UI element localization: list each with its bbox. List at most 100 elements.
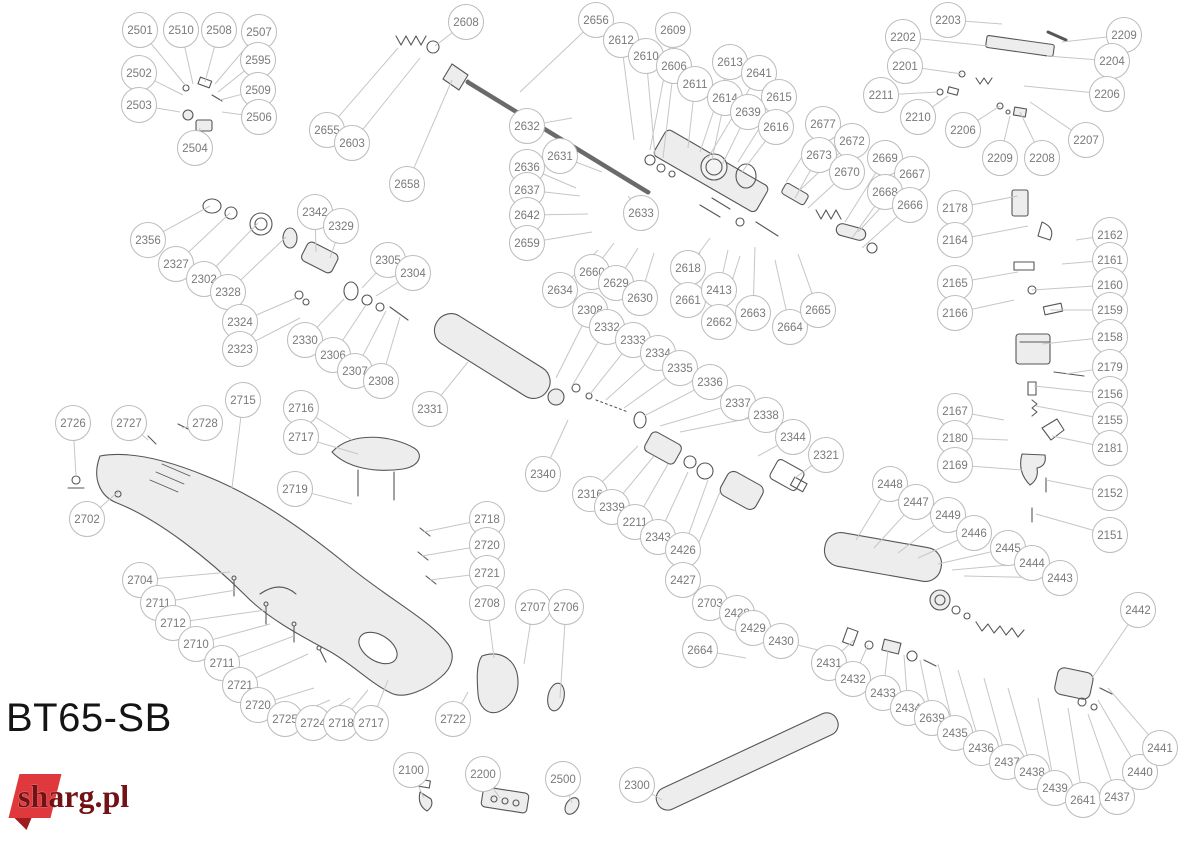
- leader-line: [971, 299, 1015, 310]
- part-number: 2721: [227, 680, 253, 692]
- leader-line: [622, 57, 635, 141]
- part-balloon-2611: [677, 66, 713, 102]
- part-number: 2710: [183, 639, 209, 651]
- part-balloon-2639: [730, 94, 766, 130]
- leader-line: [141, 434, 149, 441]
- part-balloon-2209: [982, 140, 1018, 176]
- leader-line: [722, 249, 729, 274]
- leader-line: [317, 441, 359, 455]
- part-number: 2343: [645, 532, 671, 544]
- part-number: 2658: [394, 179, 420, 191]
- leader-line: [919, 659, 929, 701]
- part-number: 2442: [1125, 605, 1151, 617]
- part-number: 2448: [877, 479, 903, 491]
- leader-line: [977, 105, 1001, 121]
- part-balloon-2100: [393, 752, 429, 788]
- leader-line: [687, 101, 694, 149]
- part-number: 2444: [1019, 558, 1045, 570]
- leader-line: [972, 438, 1009, 441]
- part-balloon-2503: [121, 87, 157, 123]
- part-number: 2637: [514, 185, 540, 197]
- leader-line: [568, 795, 573, 804]
- part-number: 2100: [398, 765, 424, 777]
- leader-line: [212, 623, 271, 640]
- leader-line: [488, 620, 495, 659]
- leader-line: [859, 644, 869, 664]
- part-number: 2703: [697, 598, 723, 610]
- leader-line: [1046, 55, 1095, 61]
- leader-line: [643, 389, 695, 417]
- leader-line: [342, 304, 367, 341]
- part-number: 2438: [1019, 767, 1045, 779]
- part-balloon-2169: [937, 447, 973, 483]
- part-number: 2330: [292, 335, 318, 347]
- part-balloon-2510: [163, 12, 199, 48]
- part-number: 2508: [206, 25, 232, 37]
- leader-line: [204, 46, 215, 83]
- part-number: 2716: [288, 403, 314, 415]
- part-number: 2413: [706, 285, 732, 297]
- leader-line: [688, 479, 709, 534]
- part-number: 2660: [579, 267, 605, 279]
- part-number: 2307: [342, 366, 368, 378]
- leader-line: [184, 46, 194, 85]
- leader-line: [362, 310, 387, 356]
- leader-line: [937, 551, 992, 565]
- part-number: 2338: [753, 410, 779, 422]
- part-number: 2336: [697, 377, 723, 389]
- part-balloon-2340: [525, 456, 561, 492]
- leader-line: [190, 609, 267, 622]
- leader-line: [1075, 237, 1093, 241]
- part-balloon-2500: [545, 761, 581, 797]
- part-number: 2335: [667, 363, 693, 375]
- part-number: 2337: [725, 398, 751, 410]
- leader-line: [917, 539, 959, 559]
- part-number: 2331: [417, 404, 443, 416]
- leader-line: [983, 677, 1003, 746]
- part-number: 2207: [1073, 135, 1099, 147]
- leader-line: [659, 407, 722, 427]
- leader-line: [884, 649, 889, 676]
- part-number: 2630: [627, 293, 653, 305]
- leader-line: [1065, 369, 1093, 375]
- leader-line: [757, 444, 778, 457]
- leader-line: [544, 191, 581, 197]
- part-number: 2181: [1097, 443, 1123, 455]
- leader-line: [221, 111, 242, 116]
- part-number: 2209: [1111, 30, 1137, 42]
- leader-line: [219, 93, 242, 101]
- leader-line: [154, 80, 184, 96]
- leader-line: [1061, 260, 1093, 265]
- part-balloon-2210: [900, 99, 936, 135]
- leader-line: [240, 236, 287, 281]
- leader-line: [163, 205, 211, 233]
- leader-line: [1107, 687, 1149, 736]
- part-number: 2204: [1099, 56, 1125, 68]
- part-balloon-2603: [334, 125, 370, 161]
- part-balloon-2670: [829, 154, 865, 190]
- part-balloon-2164: [937, 222, 973, 258]
- part-number: 2344: [780, 432, 806, 444]
- part-balloon-2506: [241, 99, 277, 135]
- part-number: 2323: [227, 344, 253, 356]
- part-number: 2328: [215, 287, 241, 299]
- part-balloon-2440: [1122, 754, 1158, 790]
- leader-line: [255, 297, 297, 316]
- part-number: 2339: [599, 502, 625, 514]
- leader-line: [965, 20, 1003, 25]
- leader-line: [1097, 699, 1132, 758]
- leader-line: [542, 173, 577, 189]
- leader-line: [1033, 385, 1093, 393]
- part-balloon-2331: [412, 391, 448, 427]
- leader-line: [972, 195, 1019, 206]
- leader-line: [932, 95, 949, 108]
- part-number: 2434: [895, 703, 921, 715]
- leader-line: [73, 440, 77, 477]
- part-number: 2609: [660, 25, 686, 37]
- part-balloon-2449: [930, 497, 966, 533]
- part-number: 2708: [474, 598, 500, 610]
- part-number: 2632: [514, 121, 540, 133]
- part-number: 2631: [547, 151, 573, 163]
- part-number: 2702: [74, 514, 100, 526]
- part-number: 2209: [987, 153, 1013, 165]
